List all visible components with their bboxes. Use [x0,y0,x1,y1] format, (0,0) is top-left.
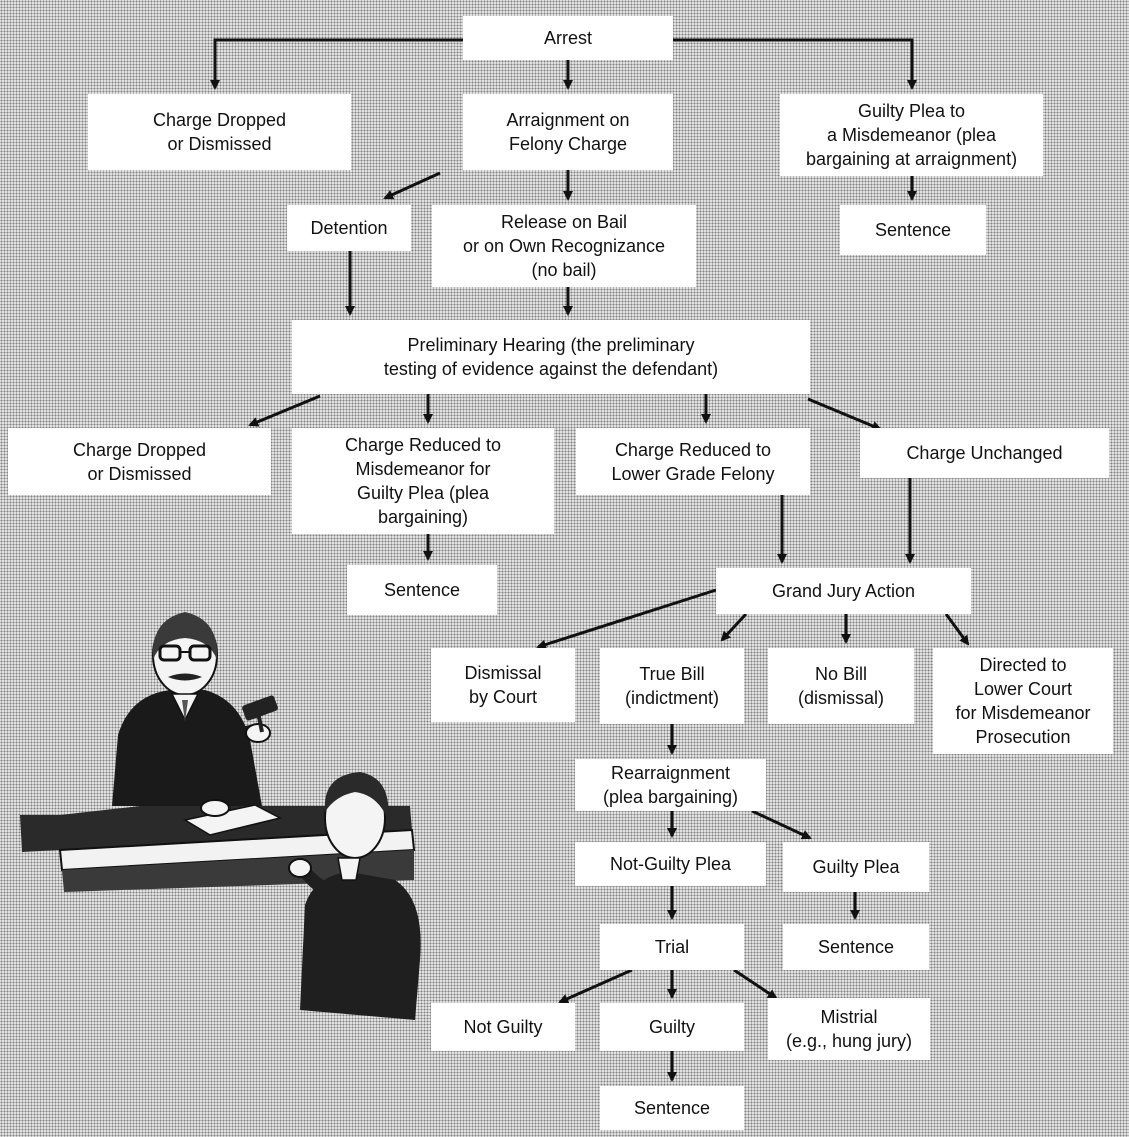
node-guilty-plea: Guilty Plea [783,842,929,892]
node-charge-reduced-felony: Charge Reduced to Lower Grade Felony [576,428,810,495]
node-dismissal-by-court: Dismissal by Court [431,648,575,722]
node-sentence-trial: Sentence [600,1086,744,1130]
node-charge-reduced-misdemeanor: Charge Reduced to Misdemeanor for Guilty… [292,428,554,534]
node-release-on-bail: Release on Bail or on Own Recognizance (… [432,205,696,287]
arrow-trial-to-mistrial [733,968,778,1000]
node-no-bill: No Bill (dismissal) [768,648,914,724]
arrow-arraignment-to-detention [383,171,441,200]
node-arrest: Arrest [463,16,673,60]
node-trial: Trial [600,924,744,970]
node-arraignment: Arraignment on Felony Charge [463,94,673,170]
node-preliminary-hearing: Preliminary Hearing (the preliminary tes… [292,320,810,394]
node-not-guilty: Not Guilty [431,1003,575,1051]
node-charge-dropped-initial: Charge Dropped or Dismissed [88,94,351,170]
arrow-rearraignment-to-guilty-plea [751,809,812,840]
arrow-grand-jury-to-true-bill [720,612,748,642]
arrow-preliminary-hearing-to-charge-dropped-2 [248,394,321,427]
arrow-grand-jury-to-dismissal-by-court [536,588,717,650]
arrow-arrest-to-guilty-plea-misdemeanor [673,38,917,90]
node-detention: Detention [287,205,411,251]
node-sentence-misdemeanor-plea: Sentence [840,205,986,255]
node-sentence-guilty-plea: Sentence [783,924,929,970]
node-charge-unchanged: Charge Unchanged [860,428,1109,478]
node-mistrial: Mistrial (e.g., hung jury) [768,998,930,1060]
node-rearraignment: Rearraignment (plea bargaining) [575,759,766,811]
arrow-arrest-to-charge-dropped-1 [210,38,463,90]
node-charge-dropped-hearing: Charge Dropped or Dismissed [8,428,271,495]
node-directed-lower-court: Directed to Lower Court for Misdemeanor … [933,648,1113,754]
node-true-bill: True Bill (indictment) [600,648,744,724]
node-guilty: Guilty [600,1003,744,1051]
node-not-guilty-plea: Not-Guilty Plea [575,842,766,886]
node-grand-jury: Grand Jury Action [716,568,971,614]
arrow-preliminary-hearing-to-charge-unchanged [807,397,882,431]
node-sentence-reduced-misdemeanor: Sentence [347,565,497,615]
arrow-trial-to-not-guilty [558,968,633,1004]
node-guilty-plea-misdemeanor: Guilty Plea to a Misdemeanor (plea barga… [780,94,1043,176]
arrow-grand-jury-to-directed-lower-court [944,613,970,646]
